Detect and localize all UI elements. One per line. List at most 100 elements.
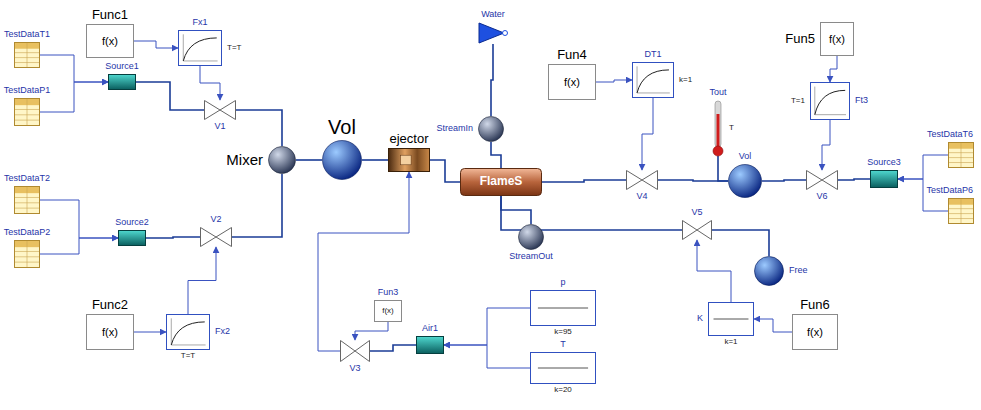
fluid-line xyxy=(501,196,531,224)
data-table-shape xyxy=(14,240,40,268)
pressure-source: Air1 xyxy=(416,336,444,354)
water-inlet-shape xyxy=(478,22,508,44)
block-text: f(x) xyxy=(102,35,118,47)
block-text: f(x) xyxy=(807,326,823,338)
signal-line xyxy=(822,120,830,170)
constant-block-shape xyxy=(530,352,596,384)
data-table-shape xyxy=(948,198,974,224)
signal-line xyxy=(444,308,530,345)
signal-line xyxy=(200,66,220,100)
signal-line xyxy=(318,172,409,351)
constant-block: Kk=1 xyxy=(708,302,754,336)
pressure-source-shape xyxy=(118,230,146,246)
component-label: TestDataP2 xyxy=(3,228,52,238)
signal-line xyxy=(697,240,731,302)
component-label: Source1 xyxy=(104,62,140,72)
fluid-line xyxy=(491,44,493,116)
valve-symbol-shape xyxy=(204,100,236,120)
filter-block-shape xyxy=(178,30,222,66)
pressure-source-shape xyxy=(416,336,444,354)
data-table-shape xyxy=(948,142,974,168)
filter-block-shape xyxy=(166,314,210,350)
valve-symbol: V5 xyxy=(682,220,712,240)
fluid-line xyxy=(296,159,322,161)
component-label: k=95 xyxy=(553,328,573,337)
pressure-source: Source3 xyxy=(870,170,898,188)
component-label: Func1 xyxy=(91,8,129,22)
stream-node-shape xyxy=(518,224,544,250)
water-inlet: Water xyxy=(478,22,508,44)
component-label: TestDataP6 xyxy=(925,186,974,196)
fluid-line xyxy=(362,159,388,161)
component-label: Fun3 xyxy=(377,288,400,298)
pressure-source-shape xyxy=(108,74,136,90)
block-text: f(x) xyxy=(564,76,580,88)
stream-node-shape xyxy=(478,116,504,142)
valve-symbol-shape xyxy=(682,220,712,240)
valve-symbol: V1 xyxy=(204,100,236,120)
valve-symbol-shape xyxy=(806,170,838,190)
filter-block-shape xyxy=(810,82,850,120)
component-label: Ft3 xyxy=(854,96,869,106)
component-label: TestDataT6 xyxy=(926,130,974,140)
fluid-line xyxy=(136,82,204,110)
filter-block: DT1k=1 xyxy=(632,62,674,98)
filter-block: Ft3T=1 xyxy=(810,82,850,120)
signal-line xyxy=(642,98,653,170)
data-table: TestDataP6 xyxy=(948,198,974,224)
ejector-unit-shape xyxy=(388,148,430,172)
fluid-line xyxy=(762,180,806,181)
pressure-source-shape xyxy=(870,170,898,188)
data-table: TestDataT2 xyxy=(14,186,40,214)
component-label: Fun6 xyxy=(799,298,831,312)
filter-block: Fx2T=T xyxy=(166,314,210,350)
component-label: Fx2 xyxy=(214,327,231,337)
valve-symbol: V2 xyxy=(200,227,232,247)
component-label: T=T xyxy=(226,44,242,53)
data-table: TestDataT6 xyxy=(948,142,974,168)
block-text: f(x) xyxy=(102,326,118,338)
filter-block-shape xyxy=(632,62,674,98)
component-label: Free xyxy=(788,266,809,276)
function-block: Fun6f(x) xyxy=(792,314,838,350)
component-label: TestDataP1 xyxy=(3,86,52,96)
constant-block-shape xyxy=(708,302,754,336)
component-label: Tout xyxy=(708,88,727,98)
signal-line xyxy=(898,155,948,179)
temperature-sensor-shape xyxy=(712,100,724,156)
valve-symbol: V4 xyxy=(626,170,658,190)
fluid-line xyxy=(430,160,460,182)
valve-symbol: V3 xyxy=(340,340,370,362)
component-label: V2 xyxy=(209,215,222,225)
block-text: f(x) xyxy=(829,33,845,45)
component-label: V1 xyxy=(213,122,226,132)
signal-line xyxy=(596,80,632,82)
component-label: TestDataT2 xyxy=(3,174,51,184)
fluid-line xyxy=(712,230,769,256)
function-block: Fun4f(x) xyxy=(548,64,596,100)
signal-line xyxy=(40,238,118,254)
component-label: V5 xyxy=(690,208,703,218)
temperature-sensor: ToutT xyxy=(712,100,724,156)
fluid-line xyxy=(491,142,501,168)
data-table-shape xyxy=(14,186,40,214)
signal-line xyxy=(134,41,178,48)
signal-line xyxy=(444,345,530,368)
component-label: V4 xyxy=(635,192,648,202)
data-table: TestDataP2 xyxy=(14,240,40,268)
signal-line xyxy=(830,56,837,82)
data-table: TestDataT1 xyxy=(14,42,40,68)
component-label: Water xyxy=(480,10,506,20)
function-block: Func1f(x) xyxy=(86,24,134,58)
component-label: Fun5 xyxy=(784,32,816,46)
pressure-source: Source1 xyxy=(108,74,136,90)
component-label: k=20 xyxy=(553,386,573,395)
component-label: Source3 xyxy=(866,158,902,168)
constant-block: pk=95 xyxy=(530,290,596,326)
volume-node: Free xyxy=(754,256,784,286)
function-block: Func2f(x) xyxy=(86,314,134,350)
fluid-line xyxy=(146,237,200,238)
volume-node-shape xyxy=(322,140,362,180)
fluid-line xyxy=(232,174,282,237)
